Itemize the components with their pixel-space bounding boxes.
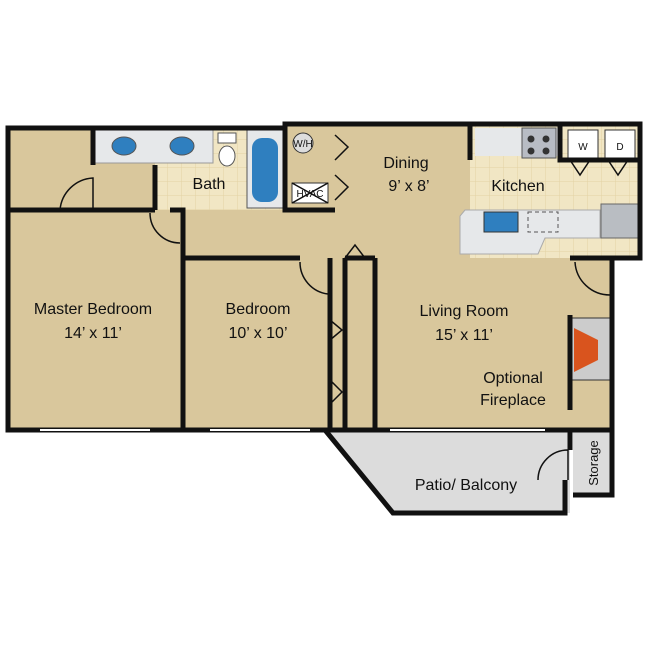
burner — [527, 147, 535, 155]
patio-floor — [325, 430, 570, 513]
door-swing — [149, 212, 181, 244]
hvac-label: HVAC — [296, 189, 323, 200]
living-room-label: Living Room — [420, 303, 509, 320]
kitchen-label: Kitchen — [491, 178, 544, 195]
door-swing — [59, 177, 94, 211]
master-bedroom-label: Master Bedroom — [34, 301, 152, 318]
walls — [5, 121, 643, 516]
storage-label: Storage — [586, 440, 601, 486]
stove-icon — [521, 127, 557, 159]
bifold-door — [329, 243, 366, 405]
patio-label: Patio/ Balcony — [415, 477, 517, 494]
vanity-counter — [92, 129, 214, 164]
toilet-tank — [217, 132, 237, 144]
bifold-door — [569, 159, 629, 177]
bath-label: Bath — [193, 176, 226, 193]
kitchen-sink-icon — [483, 211, 519, 233]
burner — [527, 135, 535, 143]
bifold-door — [334, 134, 350, 201]
burner — [542, 135, 550, 143]
storage-floor — [573, 430, 613, 495]
living-room-size: 15’ x 11’ — [435, 327, 493, 344]
dryer-label: D — [616, 142, 623, 153]
water-heater-label: W/H — [293, 139, 312, 150]
door-swing — [574, 261, 611, 296]
toilet-icon — [218, 145, 236, 167]
sink-icon — [169, 136, 195, 156]
dining-size: 9’ x 8’ — [388, 178, 429, 195]
dining-label: Dining — [383, 155, 428, 172]
water-heater-icon — [292, 132, 314, 154]
fireplace-flame — [574, 328, 598, 372]
doors — [40, 134, 629, 481]
hvac-cross — [291, 182, 329, 204]
refrigerator-icon — [600, 203, 639, 239]
burner — [542, 147, 550, 155]
door-swing — [537, 449, 569, 481]
bedroom-label: Bedroom — [226, 301, 291, 318]
fireplace-label-line2: Fireplace — [480, 392, 546, 409]
floor-areas — [8, 124, 640, 513]
door-swing — [299, 261, 329, 295]
dishwasher-icon — [527, 211, 559, 233]
washer-label: W — [578, 142, 588, 153]
fixtures: W/H HVAC W D — [92, 127, 639, 381]
room-labels: Master Bedroom 14’ x 11’ Bedroom 10’ x 1… — [34, 155, 601, 494]
bathtub-basin — [252, 138, 278, 202]
master-bedroom-size: 14’ x 11’ — [64, 325, 122, 342]
sink-icon — [111, 136, 137, 156]
closet-floor — [8, 128, 93, 210]
bedroom-size: 10’ x 10’ — [229, 325, 288, 342]
fireplace-label-line1: Optional — [483, 370, 543, 387]
